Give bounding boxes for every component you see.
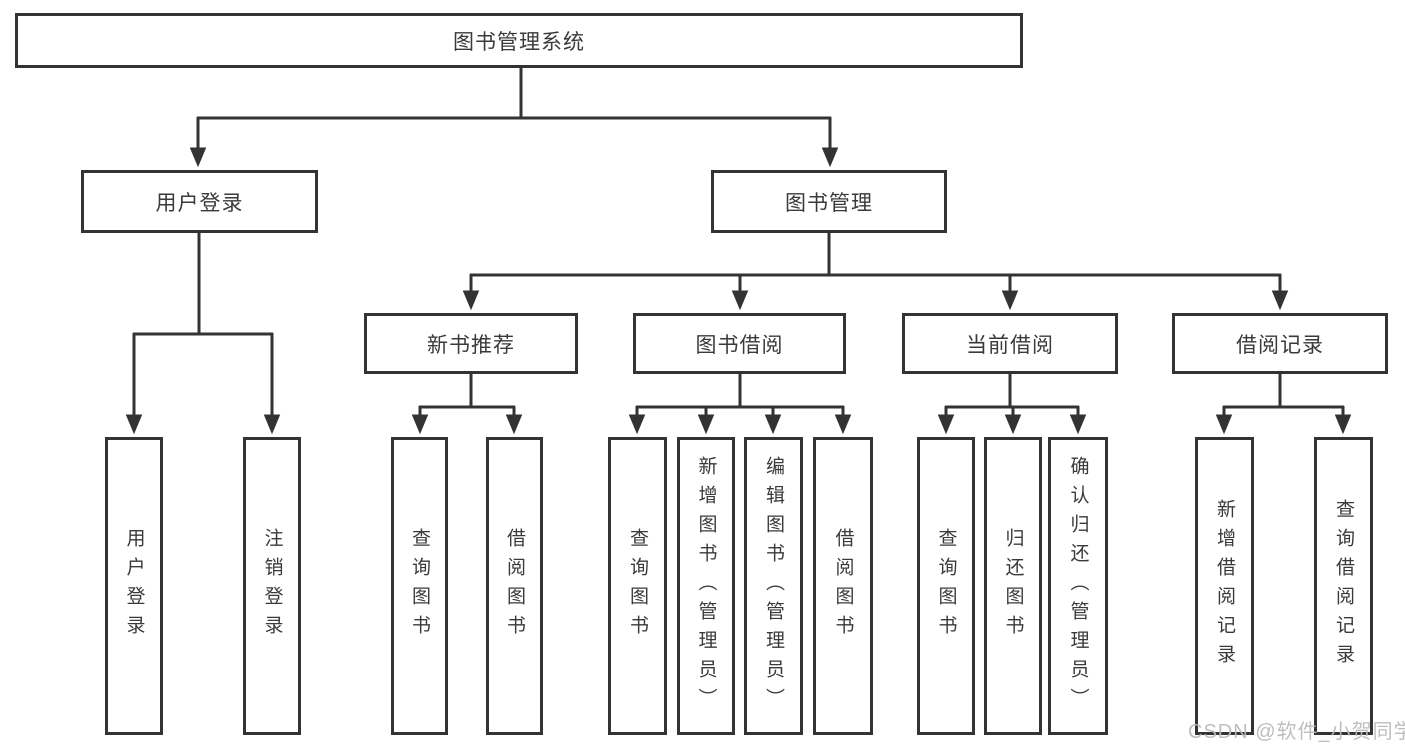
- node-user-login-label: 用户登录: [155, 191, 244, 215]
- leaf-add-borrow-record-label: 新增借阅记录: [1214, 499, 1235, 673]
- leaf-return-books: 归还图书: [984, 437, 1042, 735]
- leaf-user-login: 用户登录: [105, 437, 163, 735]
- node-new-book-recommend: 新书推荐: [364, 313, 578, 374]
- leaf-edit-books-admin: 编辑图书（管理员）: [744, 437, 803, 735]
- leaf-return-books-label: 归还图书: [1002, 528, 1024, 644]
- node-book-borrowing: 图书借阅: [633, 313, 846, 374]
- leaf-current-query-books-label: 查询图书: [935, 528, 957, 644]
- node-current-borrowing-label: 当前借阅: [966, 333, 1054, 357]
- leaf-current-query-books: 查询图书: [917, 437, 975, 735]
- leaf-newbook-query-books-label: 查询图书: [409, 528, 430, 644]
- connector-new-book-branch: [411, 374, 523, 435]
- leaf-borrowing-query-books-label: 查询图书: [627, 528, 648, 644]
- leaf-add-books-admin: 新增图书（管理员）: [677, 437, 735, 735]
- leaf-borrowing-borrow-books: 借阅图书: [813, 437, 873, 735]
- connector-current-borrow-branch: [937, 374, 1087, 435]
- leaf-newbook-query-books: 查询图书: [391, 437, 448, 735]
- leaf-borrowing-borrow-books-label: 借阅图书: [832, 528, 854, 644]
- leaf-query-borrow-record-label: 查询借阅记录: [1333, 499, 1354, 673]
- node-root-label: 图书管理系统: [453, 30, 585, 54]
- leaf-borrowing-query-books: 查询图书: [608, 437, 667, 735]
- node-book-borrowing-label: 图书借阅: [695, 333, 784, 357]
- leaf-edit-books-admin-label: 编辑图书（管理员）: [763, 455, 784, 717]
- leaf-newbook-borrow-books: 借阅图书: [486, 437, 543, 735]
- leaf-confirm-return-admin-label: 确认归还（管理员）: [1067, 455, 1089, 717]
- node-new-book-recommend-label: 新书推荐: [427, 333, 515, 357]
- leaf-add-borrow-record: 新增借阅记录: [1195, 437, 1254, 735]
- csdn-watermark: CSDN @软件_小贺同学: [1188, 721, 1405, 743]
- connector-borrow-records-branch: [1215, 374, 1352, 435]
- leaf-query-borrow-record: 查询借阅记录: [1314, 437, 1373, 735]
- node-borrowing-records: 借阅记录: [1172, 313, 1388, 374]
- connector-root-to-level1: [189, 68, 839, 168]
- node-user-login: 用户登录: [81, 170, 318, 233]
- connector-book-borrow-branch: [628, 374, 852, 435]
- node-book-management-label: 图书管理: [785, 191, 873, 215]
- node-current-borrowing: 当前借阅: [902, 313, 1118, 374]
- node-borrowing-records-label: 借阅记录: [1236, 333, 1324, 357]
- connector-book-mgmt-branch: [462, 233, 1289, 311]
- leaf-user-login-label: 用户登录: [123, 528, 145, 644]
- node-book-management: 图书管理: [711, 170, 947, 233]
- leaf-confirm-return-admin: 确认归还（管理员）: [1048, 437, 1108, 735]
- leaf-logout-label: 注销登录: [261, 528, 283, 644]
- leaf-add-books-admin-label: 新增图书（管理员）: [695, 455, 717, 717]
- leaf-logout: 注销登录: [243, 437, 301, 735]
- connector-user-login-branch: [125, 233, 281, 435]
- node-root: 图书管理系统: [15, 13, 1023, 68]
- leaf-newbook-borrow-books-label: 借阅图书: [504, 528, 525, 644]
